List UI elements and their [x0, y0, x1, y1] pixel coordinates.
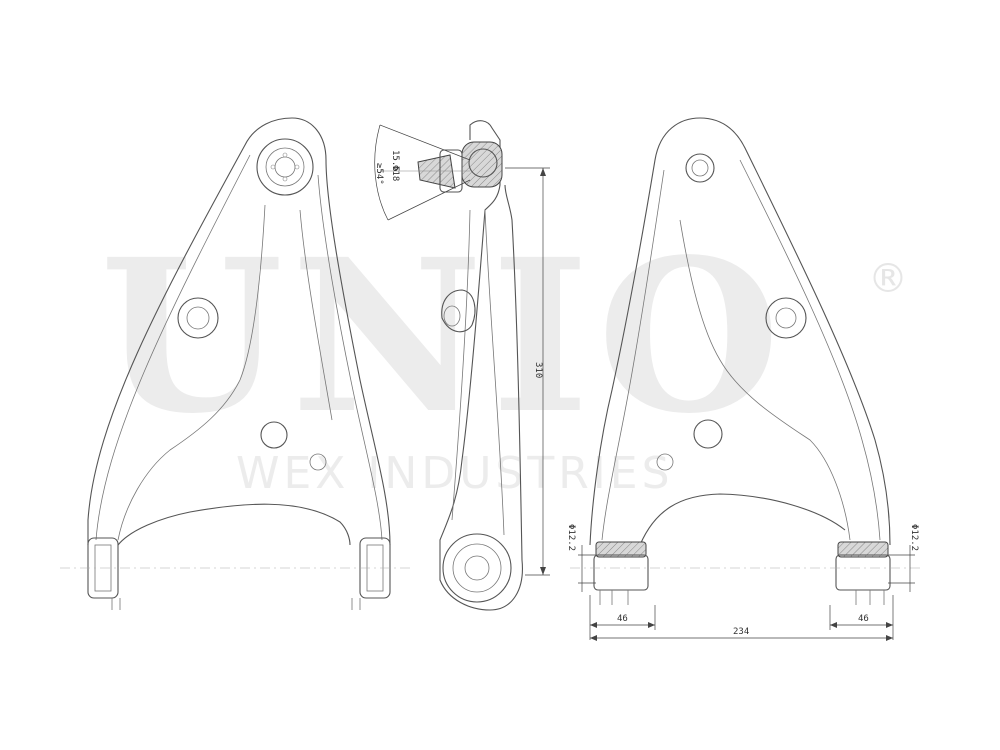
right-arm-view — [570, 117, 920, 605]
height-dimension-label: 310 — [533, 362, 543, 378]
middle-side-view — [374, 120, 523, 611]
left-offset-label: 46 — [617, 614, 628, 624]
total-width-label: 234 — [733, 627, 749, 637]
bushing-diameter-dims — [578, 545, 915, 592]
ball-joint-angle-label: ≥54° — [374, 163, 384, 185]
width-dimensions — [589, 595, 894, 641]
left-arm-view — [60, 117, 410, 610]
watermark: UNIO ® WEX INDUSTRIES — [100, 213, 908, 499]
watermark-subtitle: WEX INDUSTRIES — [236, 448, 674, 499]
watermark-registered: ® — [868, 256, 908, 302]
right-offset-label: 46 — [858, 614, 869, 624]
watermark-brand: UNIO — [100, 213, 788, 460]
height-dimension — [505, 167, 550, 576]
ball-joint-length-label: 15.5 — [390, 150, 400, 172]
bushing-diameter-right-label: Φ12.2 — [909, 524, 919, 551]
bushing-diameter-left-label: Φ12.2 — [566, 524, 576, 551]
ball-joint-diameter-label: Φ18 — [390, 165, 400, 181]
